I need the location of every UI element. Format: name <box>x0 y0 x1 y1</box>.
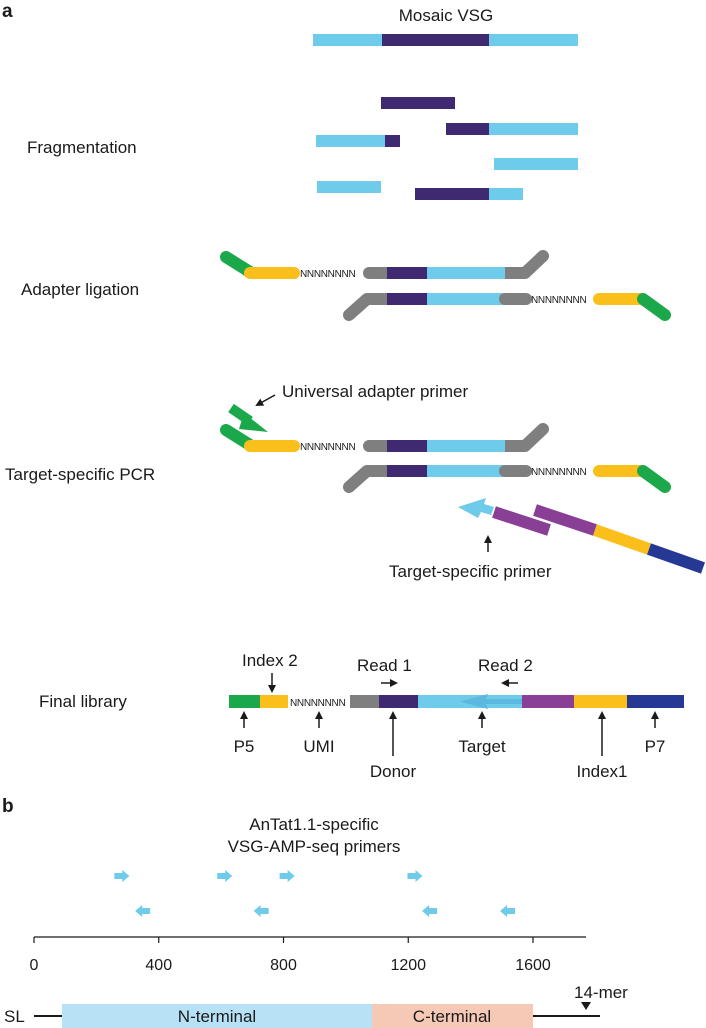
axis-tick-label: 1200 <box>390 957 426 974</box>
ligated-strand-bottom: NNNNNNNN <box>343 293 671 321</box>
forward-primer-arrow <box>114 870 130 882</box>
fragment-1 <box>381 97 455 109</box>
panel-b-title-line1: AnTat1.1-specific <box>249 815 379 834</box>
fragmentation-label: Fragmentation <box>27 138 137 157</box>
universal-primer-pointer <box>255 394 276 406</box>
target-arrowhead <box>460 694 522 709</box>
read2-label: Read 2 <box>478 656 533 675</box>
n-terminal-label: N-terminal <box>178 1007 256 1026</box>
reverse-primer-arrow <box>422 905 438 917</box>
final-library-label: Final library <box>39 692 127 711</box>
target-pcr-label: Target-specific PCR <box>5 465 155 484</box>
fragment-2 <box>446 123 578 135</box>
mer14-label: 14-mer <box>574 983 628 1002</box>
adapter-ligation-label: Adapter ligation <box>21 280 139 299</box>
axis-tick-label: 1600 <box>515 957 551 974</box>
universal-primer-label: Universal adapter primer <box>282 382 468 401</box>
segment-index1 <box>574 695 627 708</box>
forward-primer-arrow <box>217 870 233 882</box>
axis-tick-label: 400 <box>145 957 172 974</box>
forward-primers <box>114 870 423 882</box>
p5-label: P5 <box>234 737 255 756</box>
segment-p5 <box>229 695 260 708</box>
final-library-bar: NNNNNNNN <box>229 694 684 709</box>
axis-tick-label: 0 <box>30 957 39 974</box>
target-label: Target <box>458 737 506 756</box>
n-terminal-domain <box>62 1004 372 1028</box>
c-terminal-label: C-terminal <box>413 1007 491 1026</box>
fragment-3 <box>316 135 400 147</box>
fragment-5 <box>317 181 381 193</box>
mer14-marker <box>581 1002 591 1010</box>
read1-label: Read 1 <box>357 656 412 675</box>
segment-umi: NNNNNNNN <box>290 698 345 709</box>
target-primer-short <box>458 498 551 536</box>
index1-label: Index1 <box>576 762 627 781</box>
fragment-6 <box>415 188 523 200</box>
c-terminal-domain <box>372 1004 533 1028</box>
reverse-primer-arrow <box>135 905 151 917</box>
segment-primer <box>522 695 574 708</box>
umi-n-top-1: NNNNNNNN <box>300 269 355 280</box>
pcr-strand-top: NNNNNNNN <box>220 423 549 453</box>
umi-n-bottom-2: NNNNNNNN <box>531 467 586 478</box>
target-primer-label: Target-specific primer <box>389 562 552 581</box>
ligated-strand-top: NNNNNNNN <box>220 250 549 280</box>
umi-n-top-2: NNNNNNNN <box>300 442 355 453</box>
forward-primer-arrow <box>407 870 423 882</box>
panel-a-letter: a <box>2 1 13 22</box>
segment-adapter <box>350 695 379 708</box>
segment-index2 <box>260 695 288 708</box>
reverse-primer-arrow <box>500 905 516 917</box>
fragment-4 <box>494 158 578 170</box>
pcr-strand-bottom: NNNNNNNN <box>343 465 671 493</box>
donor-label: Donor <box>370 762 417 781</box>
universal-primer-arrow <box>228 403 268 432</box>
segment-p7 <box>627 695 684 708</box>
segment-donor <box>379 695 418 708</box>
umi-n-bottom-1: NNNNNNNN <box>531 295 586 306</box>
target-primer-long <box>533 504 705 574</box>
sl-label: SL <box>4 1007 25 1026</box>
reverse-primer-arrow <box>253 905 269 917</box>
mosaic-vsg-title: Mosaic VSG <box>399 6 493 25</box>
axis-ticks: 0 400 800 1200 1600 <box>30 937 551 974</box>
mosaic-vsg-bar <box>313 34 578 46</box>
panel-b-letter: b <box>2 796 14 817</box>
umi-label: UMI <box>303 737 334 756</box>
index2-label: Index 2 <box>242 651 298 670</box>
reverse-primers <box>135 905 516 917</box>
panel-b-title-line2: VSG-AMP-seq primers <box>228 837 401 856</box>
forward-primer-arrow <box>279 870 295 882</box>
p7-label: P7 <box>645 737 666 756</box>
axis-tick-label: 800 <box>270 957 297 974</box>
